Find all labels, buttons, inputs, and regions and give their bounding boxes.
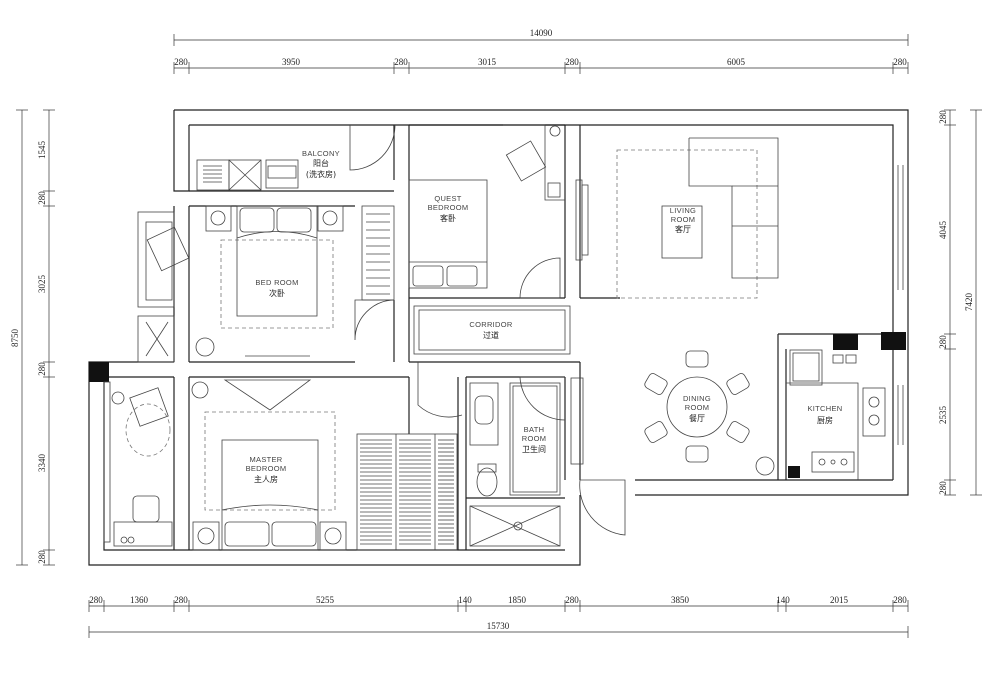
dim-top-seg: 6005 [727,57,746,67]
dim-left-seg: 280 [37,362,47,376]
dimension-right: 280 4045 280 2535 280 7420 [938,109,982,496]
guest-bedroom-label-en1: QUEST [434,194,461,203]
dim-bottom-seg: 1360 [130,595,149,605]
corridor-fixtures [413,305,571,355]
dim-bottom-seg: 5255 [316,595,335,605]
guest-bedroom-label-en2: BEDROOM [428,203,469,212]
bath-room-fixtures [469,377,584,547]
dining-room-furniture [644,350,775,476]
study-furniture [103,381,173,547]
dim-bottom-seg: 140 [458,595,472,605]
guest-bedroom-furniture [408,124,565,289]
dim-left-seg: 280 [37,550,47,564]
dim-right-seg: 280 [938,481,948,495]
bath-room-label-cn: 卫生间 [522,444,546,454]
dim-right-seg: 280 [938,335,948,349]
bed-room-label-cn: 次卧 [269,288,285,298]
kitchen-label-cn: 厨房 [817,415,833,425]
guest-bedroom-label-cn: 客卧 [440,213,456,223]
master-bedroom-label-en1: MASTER [249,455,282,464]
dim-left-seg: 3340 [37,454,47,473]
bed-room-furniture [195,205,395,357]
dim-right-seg: 280 [938,110,948,124]
dim-bottom-seg: 3850 [671,595,690,605]
living-room-furniture [575,137,779,299]
kitchen-fixtures [786,349,886,480]
bed-room-label-en: BED ROOM [255,278,298,287]
dim-bottom-seg: 280 [565,595,579,605]
dim-top-seg: 280 [893,57,907,67]
dimension-bottom: 280 1360 280 5255 140 1850 280 3850 140 … [88,595,909,638]
bath-room-label-en2: ROOM [522,434,547,443]
dim-top-seg: 3015 [478,57,497,67]
dim-right-seg: 4045 [938,221,948,240]
dim-bottom-seg: 280 [174,595,188,605]
dining-room-label-cn: 餐厅 [689,414,705,423]
dim-top-total: 14090 [530,28,553,38]
dim-top-seg: 3950 [282,57,301,67]
balcony-label-cn-sub: (洗衣房) [306,169,336,179]
master-bedroom-label-en2: BEDROOM [246,464,287,473]
living-room-label-en1: LIVING [670,206,696,215]
door-swings [349,124,626,536]
master-bedroom-furniture [191,379,458,551]
dining-room-label-en1: DINING [683,394,711,403]
living-room-label-cn: 客厅 [675,224,691,234]
bath-room-label-en1: BATH [524,425,545,434]
master-bedroom-label-cn: 主人房 [254,474,278,484]
dim-bottom-seg: 2015 [830,595,849,605]
dimension-left: 8750 1545 280 3025 280 3340 280 [10,109,55,566]
windows-right [897,165,904,445]
dimension-top: 14090 280 3950 280 3015 280 6005 280 [173,28,909,74]
dim-bottom-seg: 280 [89,595,103,605]
corridor-label-cn: 过道 [483,330,499,340]
dim-left-seg: 1545 [37,141,47,160]
left-bay-window [137,211,190,363]
dim-bottom-seg: 1850 [508,595,527,605]
dining-room-label-en2: ROOM [685,403,710,412]
dim-bottom-seg: 280 [893,595,907,605]
dim-right-total: 7420 [964,293,974,312]
dim-left-total: 8750 [10,329,20,348]
wardrobe-hangers [360,439,454,545]
dim-top-seg: 280 [565,57,579,67]
dim-top-seg: 280 [394,57,408,67]
dim-bottom-seg: 140 [776,595,790,605]
dim-top-seg: 280 [174,57,188,67]
balcony-label-cn: 阳台 [313,158,329,168]
dim-left-seg: 280 [37,191,47,205]
living-room-label-en2: ROOM [671,215,696,224]
structural-columns [89,332,906,478]
corridor-label-en: CORRIDOR [469,320,513,329]
kitchen-label-en: KITCHEN [807,404,842,413]
dim-right-seg: 2535 [938,406,948,425]
dim-left-seg: 3025 [37,275,47,294]
balcony-fixtures [196,159,299,191]
dim-bottom-total: 15730 [487,621,510,631]
interior-walls [189,124,893,550]
balcony-label-en: BALCONY [302,149,340,158]
